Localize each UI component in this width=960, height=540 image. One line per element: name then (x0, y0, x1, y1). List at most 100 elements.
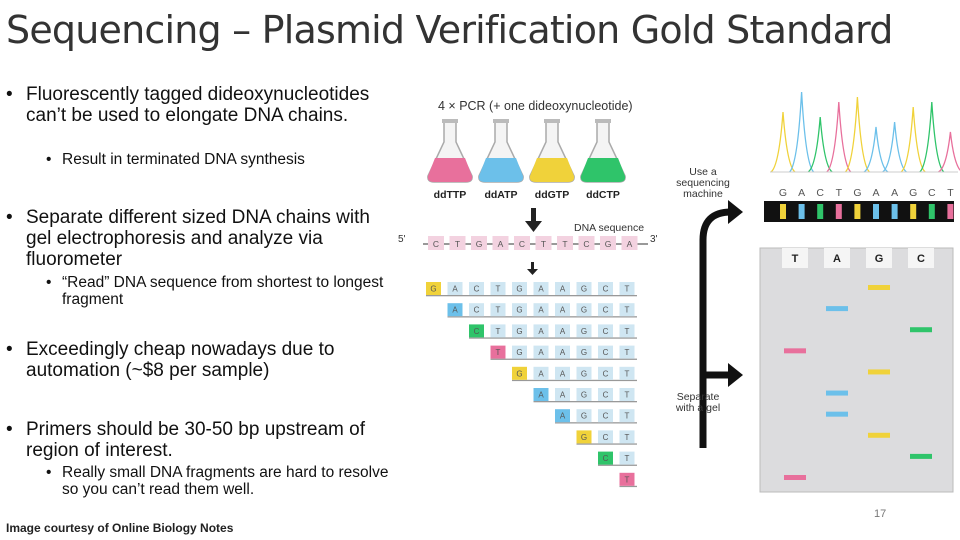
fragment-cell (555, 409, 570, 423)
template-cell (492, 236, 509, 250)
fragment-cell (447, 282, 463, 295)
trace-peak-A (882, 121, 908, 173)
template-base: T (455, 239, 460, 249)
gel-panel (759, 247, 954, 493)
fragment-cell (490, 282, 506, 295)
template-base: G (476, 239, 483, 249)
template-cell (449, 236, 466, 250)
fragment-cell (469, 303, 484, 317)
template-base: G (605, 239, 612, 249)
gel-label-line: with a gel (675, 402, 720, 414)
fragment-cell (447, 303, 463, 317)
fragment-cell (469, 282, 484, 295)
gel-label-line: Separate (677, 391, 720, 403)
read-color-G (780, 204, 786, 219)
read-base: A (798, 187, 805, 199)
template-base: C (433, 239, 439, 249)
fragment-base: C (603, 433, 609, 442)
read-base: G (853, 187, 861, 199)
gel-well (866, 248, 892, 268)
fragment-cell (555, 282, 570, 295)
bullet-3-text: Exceedingly cheap nowadays due to automa… (26, 339, 335, 381)
trace-peak-T (826, 101, 852, 173)
flask-liquid (580, 158, 626, 182)
gel-band-T (784, 348, 806, 354)
bullet-dot: • (46, 464, 52, 481)
fragment-cell (619, 409, 635, 423)
fragment-cell (619, 303, 635, 317)
read-base: A (891, 187, 898, 199)
fragment-base: T (625, 327, 630, 336)
fragment-cell (598, 282, 613, 295)
trace-peak-G (770, 111, 796, 173)
fragment-base: T (625, 369, 630, 378)
read-color-T (947, 204, 954, 219)
trace-peak-G (844, 96, 870, 173)
trace-peak-T (938, 131, 960, 173)
bullet-2: • Separate different sized DNA chains wi… (6, 207, 391, 270)
gel-band-C (910, 453, 932, 459)
flask-ddctp: ddCTP (580, 119, 626, 201)
gel-lane-label: C (917, 253, 925, 265)
fragment-base: G (581, 412, 587, 421)
gel-lane-label: A (833, 253, 841, 265)
fragment-base: A (560, 391, 566, 400)
fragment-base: A (560, 285, 566, 294)
bullet-2-sub-1-text: “Read” DNA sequence from shortest to lon… (62, 274, 384, 308)
fragment-base: G (516, 369, 522, 378)
template-base: A (498, 239, 504, 249)
trace-peak-A (863, 126, 889, 173)
bullet-1: • Fluorescently tagged dideoxynucleotide… (6, 84, 386, 126)
fragment-cell (598, 388, 613, 401)
fragment-strand (619, 485, 637, 488)
fragment-cell (426, 282, 441, 295)
fragment-cell (576, 324, 592, 338)
fragment-base: A (538, 391, 544, 400)
bullet-4-text: Primers should be 30-50 bp upstream of r… (26, 419, 366, 461)
fragment-base: C (603, 306, 609, 315)
fragment-cell (555, 324, 570, 338)
flask-label: ddTTP (434, 189, 467, 201)
fragment-base: G (516, 348, 522, 357)
fragment-base: A (452, 285, 458, 294)
flask-rim (544, 119, 560, 123)
bullet-1-text: Fluorescently tagged dideoxynucleotides … (26, 84, 370, 126)
fragment-base: G (581, 369, 587, 378)
fragment-cell (598, 324, 613, 338)
down-arrow-icon (525, 208, 542, 232)
fragment-strand (576, 443, 637, 445)
dna-sequence-label: DNA sequence (574, 222, 644, 234)
fragment-base: G (516, 285, 522, 294)
bullet-1-sub-1: • Result in terminated DNA synthesis (46, 151, 376, 168)
bullet-dot: • (6, 419, 13, 440)
gel-well (824, 248, 850, 268)
fragment-base: A (538, 285, 544, 294)
gel-band-G (868, 369, 890, 375)
fragment-cell (533, 366, 549, 380)
gel-well (782, 248, 808, 268)
read-color-A (873, 204, 879, 219)
flask-label: ddATP (484, 189, 517, 201)
read-color-C (817, 204, 824, 219)
fragment-cell (598, 430, 613, 444)
fragment-cell (576, 303, 592, 317)
fragment-cell (619, 451, 635, 465)
bullet-1-sub-1-text: Result in terminated DNA synthesis (62, 151, 305, 168)
fragment-base: G (581, 348, 587, 357)
bullet-2-text: Separate different sized DNA chains with… (26, 207, 370, 270)
fragment-base: C (474, 327, 480, 336)
fragment-base: C (603, 285, 609, 294)
fragment-cell (576, 345, 592, 359)
fragment-cell (555, 303, 570, 317)
template-base: C (519, 239, 525, 249)
template-cell (471, 236, 487, 250)
fragment-cell (619, 388, 635, 401)
fragment-base: T (496, 306, 501, 315)
fragment-cell (619, 366, 635, 380)
